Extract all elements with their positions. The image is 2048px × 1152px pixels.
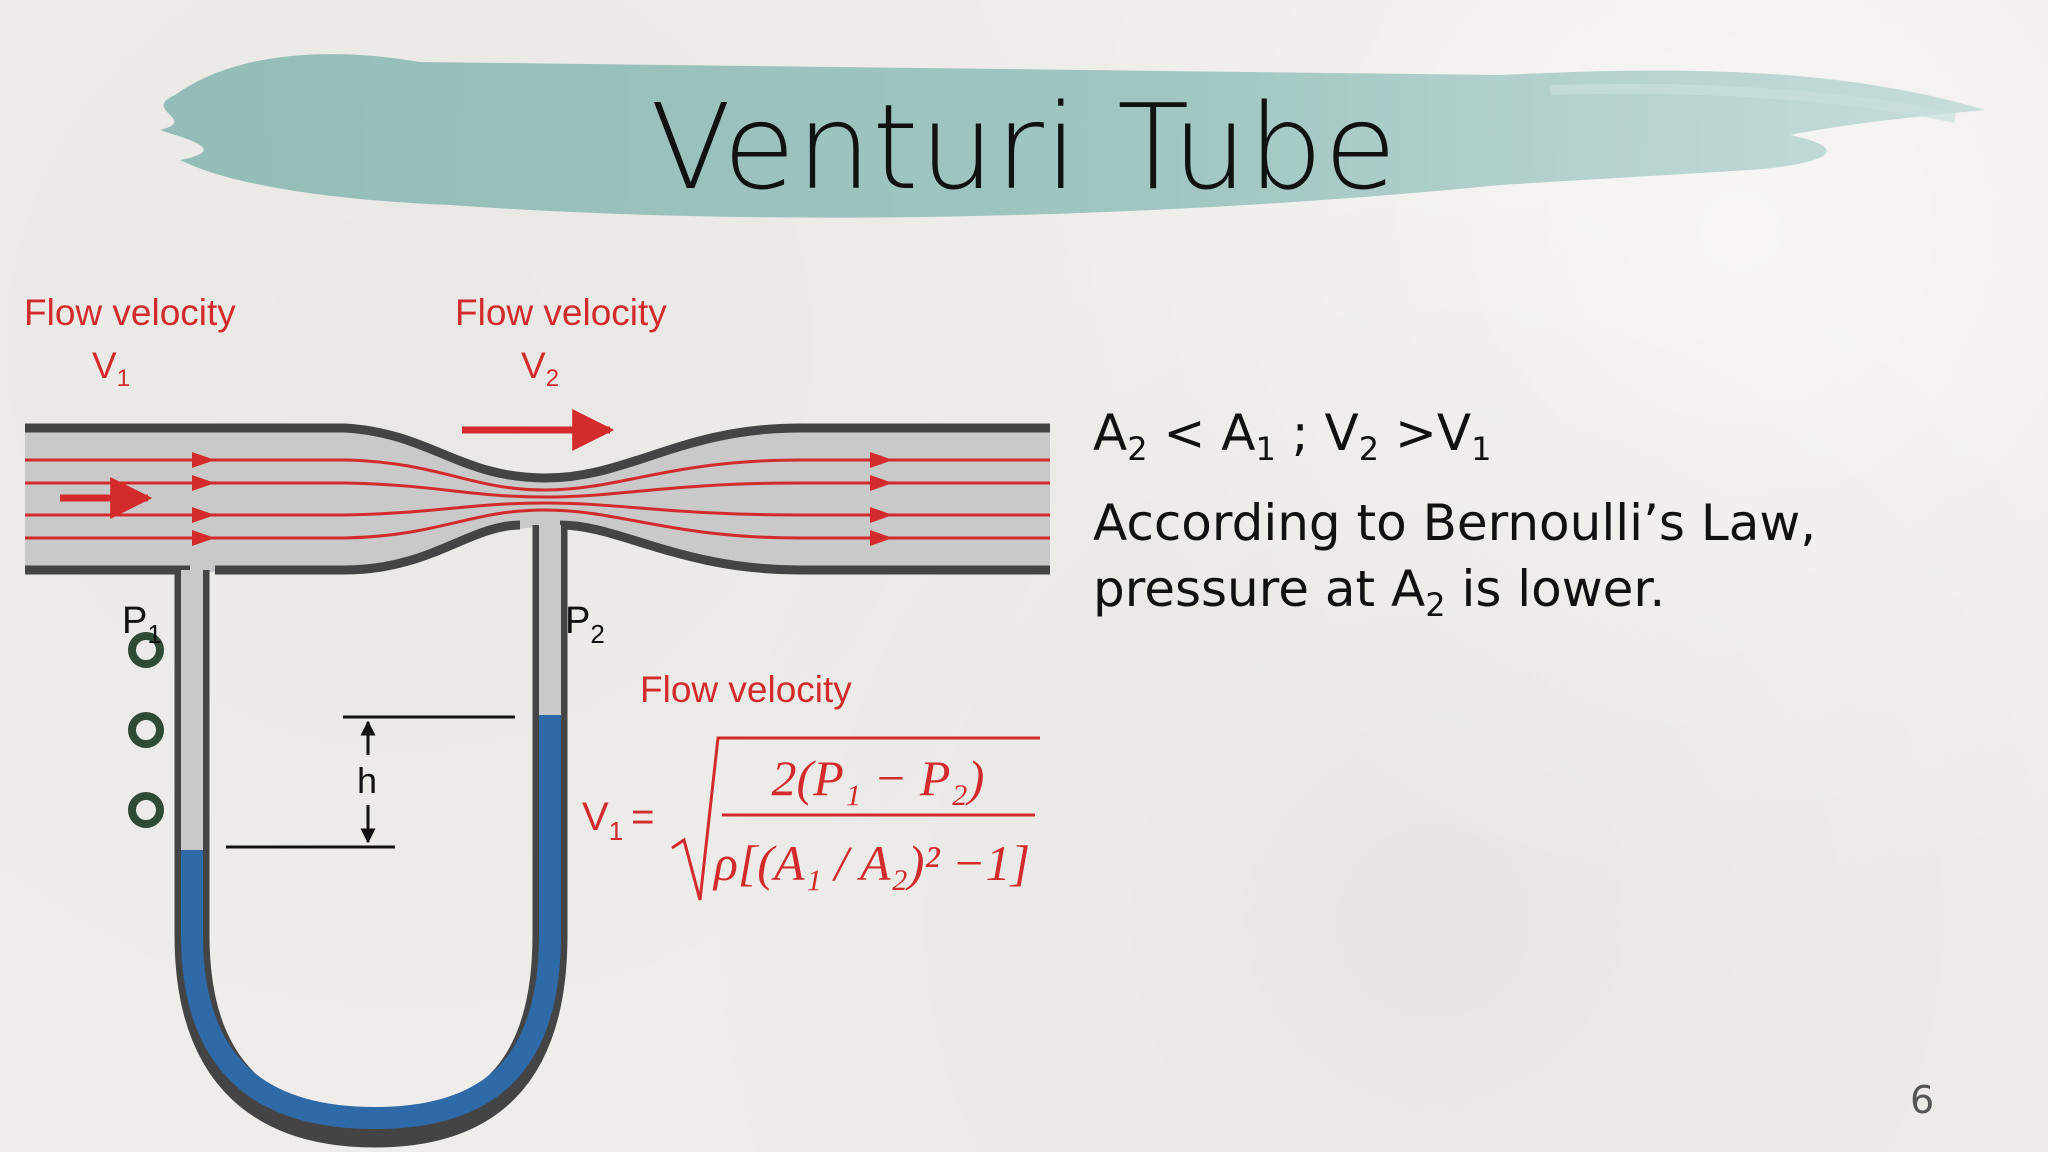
pressure-statement: pressure at A2 is lower.: [1093, 560, 1666, 624]
manometer-tube-outer: [174, 525, 568, 1148]
decorative-rings: [128, 632, 164, 828]
formula-numerator: 2(P₁ − P₂): [772, 750, 985, 806]
slide-title: Venturi Tube: [650, 78, 1398, 216]
streamline-arrowheads: [192, 452, 893, 546]
label-p1: P1: [122, 600, 162, 649]
pipe-top-wall: [25, 423, 1050, 483]
label-p2: P2: [565, 600, 605, 649]
flow-streamlines: [25, 458, 1050, 540]
manometer-tube-air: [181, 525, 561, 855]
venturi-diagram: Flow velocity V1 Flow velocity V2 P1 P2 …: [24, 292, 1050, 1148]
area-velocity-relation: A2 < A1 ; V2 >V1: [1093, 404, 1492, 468]
pipe-bottom-wall-right: [559, 520, 1050, 575]
label-v1: V1: [92, 345, 130, 392]
pipe-body: [25, 425, 1050, 572]
formula-denominator: ρ[(A₁ / A₂)² −1]: [712, 835, 1030, 891]
formula-lhs: V1=: [582, 795, 655, 846]
pipe-bottom-wall-mid: [215, 520, 521, 575]
formula-radical: [671, 736, 1040, 901]
label-v1-title: Flow velocity: [24, 292, 236, 333]
label-v2-title: Flow velocity: [455, 292, 667, 333]
title-brush-stroke: [160, 54, 1985, 218]
formula-title: Flow velocity: [640, 669, 852, 710]
label-h: h: [357, 760, 377, 801]
page-number: 6: [1910, 1078, 1935, 1122]
manometer-fluid: [181, 715, 561, 1130]
bernoulli-statement: According to Bernoulli’s Law,: [1093, 494, 1817, 552]
label-v2: V2: [521, 345, 559, 392]
body-text: A2 < A1 ; V2 >V1 According to Bernoulli’…: [1093, 400, 1816, 622]
